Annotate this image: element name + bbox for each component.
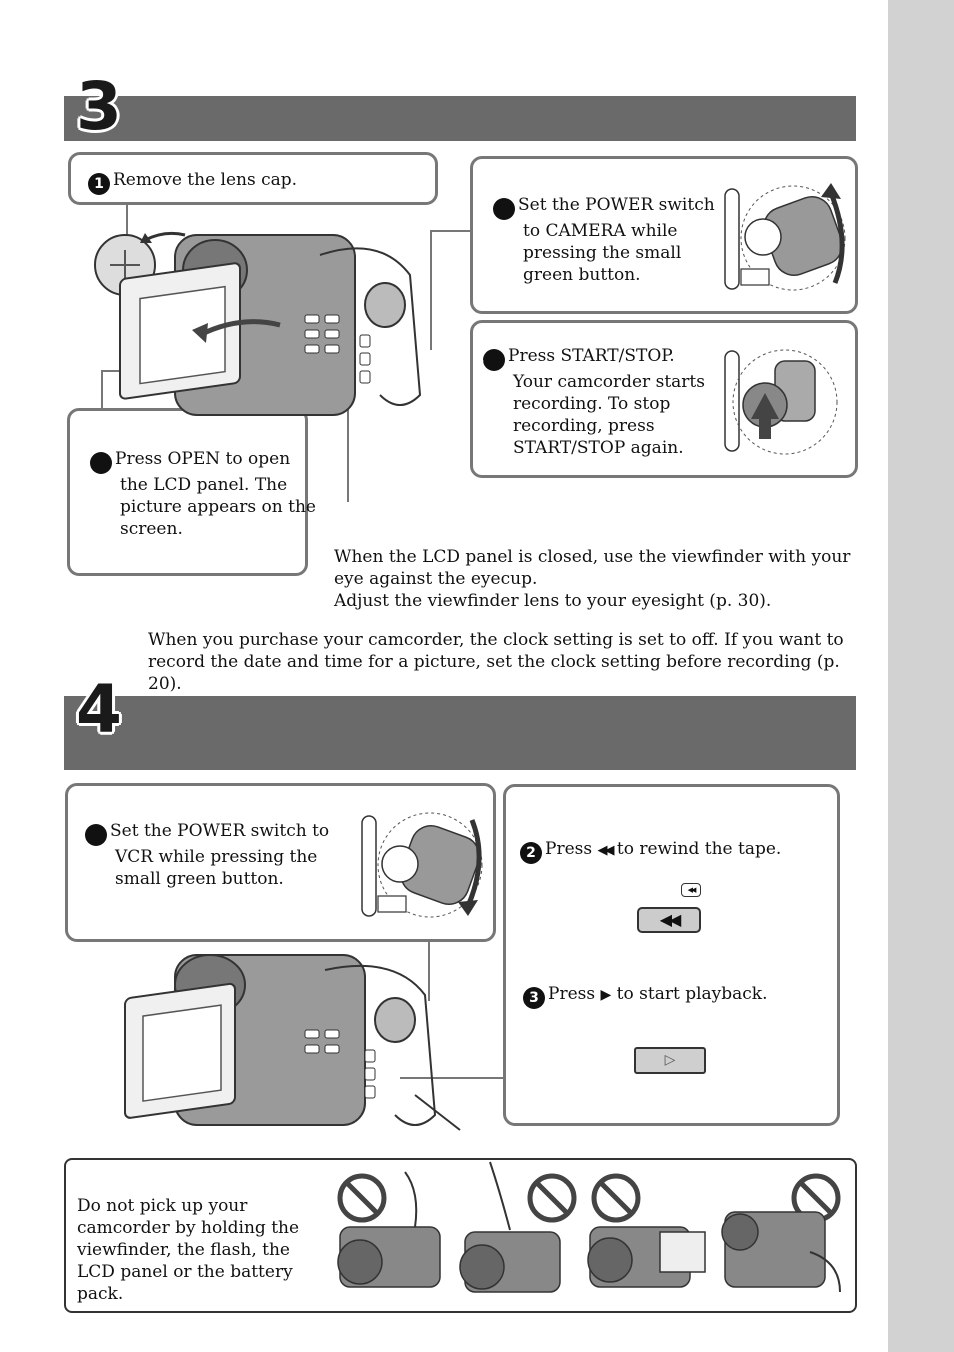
step-badge: 2 (520, 842, 542, 864)
viewfinder-note-1: When the LCD panel is closed, use the vi… (334, 547, 851, 589)
connector-line (430, 230, 432, 350)
section-4-header-bar (64, 696, 856, 770)
viewfinder-note-2: Adjust the viewfinder lens to your eyesi… (334, 591, 772, 611)
step-badge: 2 (484, 198, 515, 220)
connector-line (101, 370, 123, 372)
start-stop-illustration (724, 349, 838, 455)
step-badge: 3 (81, 452, 112, 474)
step-badge: 1 (76, 824, 107, 846)
camcorder-illustration (124, 954, 461, 1131)
play-symbol: ▶ (600, 987, 612, 1003)
prohibited-illustrations (337, 1161, 841, 1293)
section-3-header-bar (64, 96, 856, 141)
connector-line (430, 230, 472, 232)
warning-text: Do not pick up your camcorder by holding… (77, 1196, 300, 1304)
camcorder-illustration (94, 231, 422, 416)
connector-line (126, 204, 128, 244)
prohibited-icon (591, 1173, 641, 1223)
connector-line (400, 1077, 504, 1079)
section-4-number: 4 (76, 671, 122, 748)
connector-line (347, 390, 349, 502)
power-switch-illustration (361, 812, 483, 918)
side-thumb-strip (888, 0, 954, 1352)
step-badge: 1 (88, 173, 110, 195)
play-button[interactable]: ▷ (634, 1047, 706, 1074)
power-switch-illustration (724, 183, 846, 291)
section-3-number: 3 (76, 68, 122, 145)
rewind-icon: ◀◀ (681, 883, 701, 897)
clock-note: When you purchase your camcorder, the cl… (148, 630, 844, 694)
rewind-button[interactable]: ◀◀ (637, 907, 701, 933)
connector-line (428, 941, 430, 1001)
connector-line (101, 370, 103, 410)
rewind-symbol: ◀◀ (597, 843, 614, 858)
prohibited-icon (337, 1173, 387, 1223)
prohibited-icon (527, 1173, 577, 1223)
step-badge: 3 (523, 987, 545, 1009)
step-badge: 4 (474, 349, 505, 371)
